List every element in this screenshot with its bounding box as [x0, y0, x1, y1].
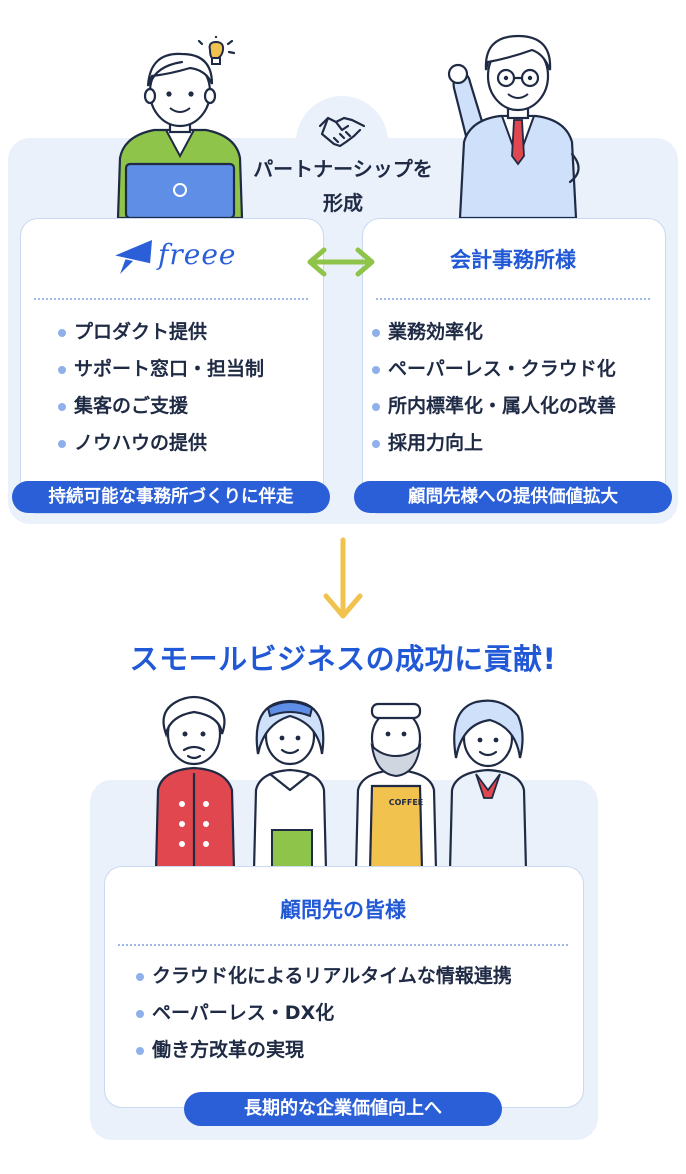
clients-divider	[118, 944, 568, 946]
list-item: サポート窓口・担当制	[58, 351, 264, 388]
clients-benefit-list: クラウド化によるリアルタイムな情報連携 ペーパーレス・DX化 働き方改革の実現	[136, 958, 512, 1069]
clients-card-title: 顧問先の皆様	[280, 898, 406, 922]
freee-footer-badge: 持続可能な事務所づくりに伴走	[12, 481, 330, 513]
list-item: 働き方改革の実現	[136, 1032, 512, 1069]
list-item: ペーパーレス・クラウド化	[372, 351, 616, 388]
double-arrow-icon	[307, 247, 375, 277]
lightbulb-icon	[197, 36, 236, 65]
clerk-figure	[252, 699, 328, 870]
down-arrow-icon	[323, 537, 363, 619]
freee-logo-text: freee	[158, 238, 237, 271]
handshake-icon	[318, 116, 366, 148]
freee-card	[20, 218, 324, 514]
partnership-title-line1: パートナーシップを	[253, 157, 433, 181]
apron-label: COFFEE	[388, 798, 424, 807]
list-item: プロダクト提供	[58, 314, 264, 351]
accounting-card	[362, 218, 666, 514]
freee-benefit-list: プロダクト提供 サポート窓口・担当制 集客のご支援 ノウハウの提供	[58, 314, 264, 462]
freee-staff-illustration	[116, 52, 244, 218]
barista-figure	[354, 702, 438, 870]
list-item: ペーパーレス・DX化	[136, 995, 512, 1032]
clients-card	[104, 866, 584, 1108]
freee-divider	[34, 298, 308, 300]
accounting-benefit-list: 業務効率化 ペーパーレス・クラウド化 所内標準化・属人化の改善 採用力向上	[372, 314, 616, 462]
list-item: ノウハウの提供	[58, 425, 264, 462]
freee-bird-icon	[113, 240, 152, 274]
accounting-divider	[376, 298, 650, 300]
accounting-footer-badge: 顧問先様への提供価値拡大	[354, 481, 672, 513]
clients-footer-badge: 長期的な企業価値向上へ	[184, 1092, 502, 1126]
success-headline: スモールビジネスの成功に貢献!	[129, 642, 557, 676]
list-item: 業務効率化	[372, 314, 616, 351]
list-item: 所内標準化・属人化の改善	[372, 388, 616, 425]
partnership-title: パートナーシップを 形成	[200, 152, 486, 220]
lady-figure	[448, 699, 528, 870]
list-item: 採用力向上	[372, 425, 616, 462]
chef-figure	[154, 695, 236, 870]
accountant-illustration	[447, 34, 580, 218]
freee-logo: freee	[110, 234, 236, 280]
list-item: クラウド化によるリアルタイムな情報連携	[136, 958, 512, 995]
accounting-card-title: 会計事務所様	[450, 248, 576, 272]
partnership-title-line2: 形成	[323, 191, 363, 215]
clients-illustration	[154, 695, 528, 870]
list-item: 集客のご支援	[58, 388, 264, 425]
